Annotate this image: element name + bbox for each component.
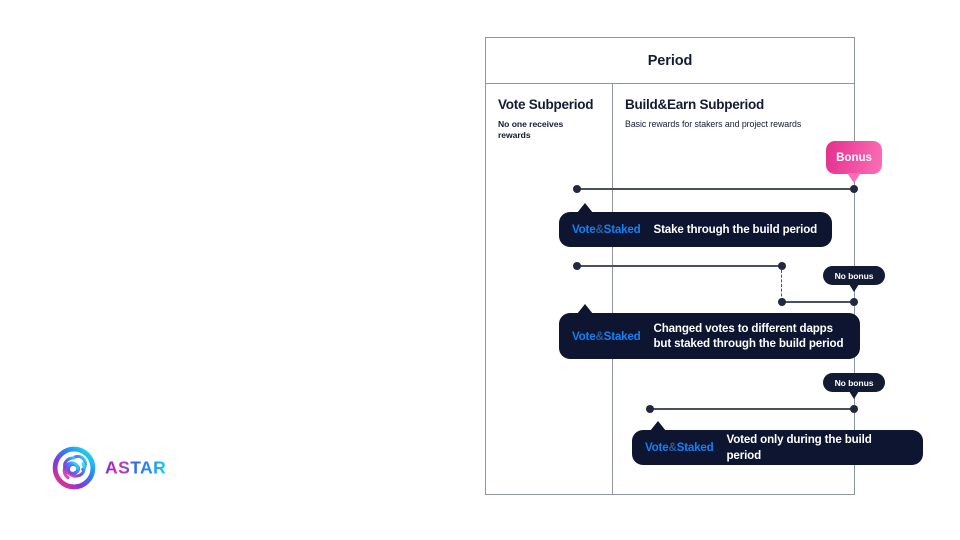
scenario-2-track-line-upper [580, 265, 783, 267]
badge-bonus-pointer-icon [847, 173, 861, 183]
badge-no-bonus-1-pointer-icon [849, 284, 859, 292]
scenario-3-callout: Vote&Staked Voted only during the build … [632, 421, 923, 465]
badge-no-bonus-1-label: No bonus [834, 270, 874, 281]
scenario-3-tag-amp: & [668, 441, 677, 454]
scenario-2-end-dot [850, 298, 858, 306]
build-earn-subperiod-subtitle: Basic rewards for stakers and project re… [625, 119, 802, 129]
vote-subperiod-title: Vote Subperiod [498, 97, 594, 112]
scenario-3-tag: Vote&Staked [645, 441, 714, 454]
scenario-2-callout: Vote&Staked Changed votes to different d… [559, 304, 860, 359]
column-divider [612, 84, 613, 494]
scenario-2-callout-pointer-icon [577, 304, 593, 314]
scenario-3-callout-pointer-icon [650, 421, 666, 431]
badge-no-bonus-2-pointer-icon [849, 391, 859, 399]
scenario-1-end-dot [850, 185, 858, 193]
scenario-3-tag-suffix: Staked [676, 441, 714, 454]
astar-logo: ASTAR [52, 444, 197, 492]
scenario-2-vote-change-dashed-drop [781, 270, 782, 301]
scenario-1-start-dot [573, 185, 581, 193]
period-diagram-frame: Period Vote Subperiod No one receives re… [485, 37, 855, 495]
scenario-2-track-line-lower [784, 301, 855, 303]
scenario-1-callout-pointer-icon [577, 203, 593, 213]
scenario-1-tag-prefix: Vote [572, 223, 596, 236]
scenario-2-start-dot [573, 262, 581, 270]
astar-wordmark: ASTAR [105, 458, 166, 478]
scenario-2-tag-amp: & [595, 329, 604, 343]
scenario-1-tag-suffix: Staked [603, 223, 641, 236]
vote-subperiod-subtitle: No one receives rewards [498, 119, 564, 141]
scenario-1-tag: Vote&Staked [572, 223, 641, 236]
column-build-earn-subperiod: Build&Earn Subperiod Basic rewards for s… [613, 84, 856, 131]
badge-bonus-label: Bonus [836, 151, 872, 164]
scenario-2-resume-dot [778, 298, 786, 306]
status-badge-no-bonus-1: No bonus [823, 266, 885, 292]
scenario-3-start-dot [646, 405, 654, 413]
status-badge-bonus: Bonus [826, 141, 882, 183]
scenario-1-description: Stake through the build period [653, 222, 818, 236]
scenario-1-track-line [580, 188, 855, 190]
scenario-3-track-line [653, 408, 855, 410]
build-earn-subperiod-title: Build&Earn Subperiod [625, 97, 765, 112]
badge-no-bonus-2-label: No bonus [834, 377, 874, 388]
scenario-1-callout: Vote&Staked Stake through the build peri… [559, 203, 832, 247]
diagram-header: Period [486, 38, 854, 84]
scenario-2-tag-suffix: Staked [603, 329, 641, 343]
astar-knot-logo-icon [52, 446, 96, 490]
page-title: Period [647, 52, 693, 69]
astar-wordmark-text: ASTAR [105, 458, 166, 478]
scenario-2-tag: Vote&Staked [572, 329, 641, 343]
scenario-2-tag-prefix: Vote [572, 329, 596, 343]
scenario-1-tag-amp: & [595, 223, 604, 236]
scenario-2-description: Changed votes to different dapps but sta… [653, 321, 844, 350]
status-badge-no-bonus-2: No bonus [823, 373, 885, 399]
column-vote-subperiod: Vote Subperiod No one receives rewards [486, 84, 612, 142]
scenario-3-tag-prefix: Vote [645, 441, 669, 454]
scenario-3-description: Voted only during the build period [726, 433, 872, 462]
scenario-3-end-dot [850, 405, 858, 413]
scenario-2-break-dot [778, 262, 786, 270]
